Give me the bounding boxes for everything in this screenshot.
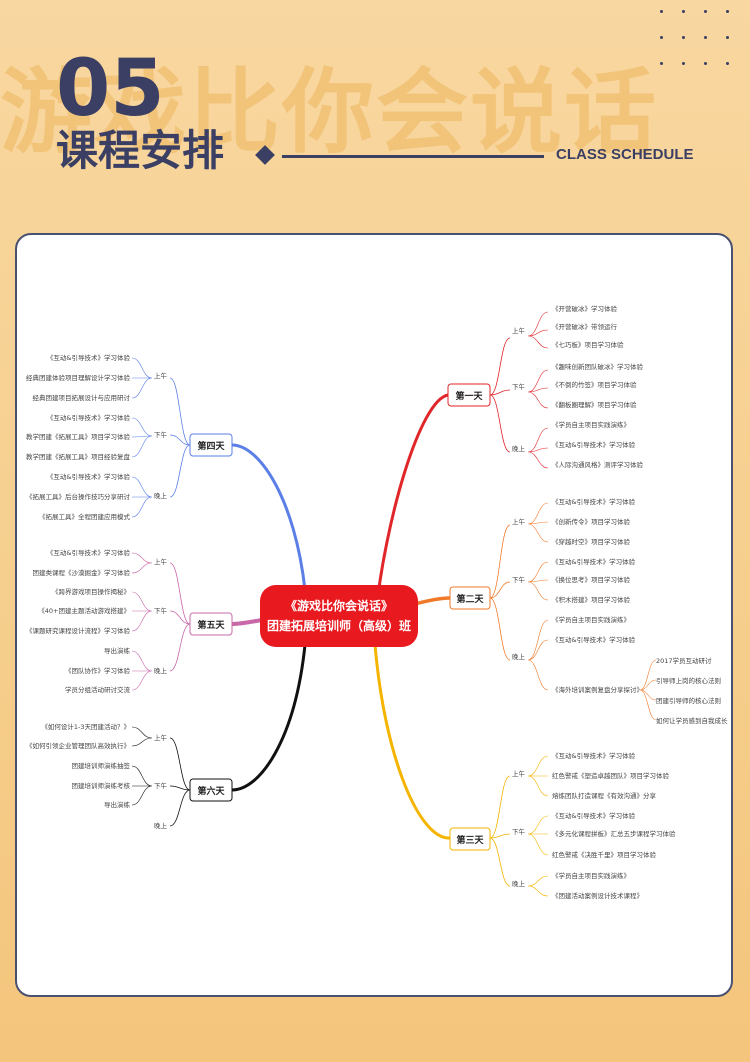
- day4-eve-label: 晚上: [154, 491, 168, 500]
- page-subtitle: CLASS SCHEDULE: [556, 146, 694, 163]
- day1-am-label: 上午: [512, 326, 526, 335]
- day3-group: 第三天 上午 下午 晚上 《互动&引导技术》学习体验 红色警戒《塑造卓越团队》项…: [449, 751, 676, 900]
- branch-day4: [231, 443, 307, 591]
- branch-day2: [414, 596, 451, 606]
- day2-eve-item: 《互动&引导技术》学习体验: [552, 635, 636, 644]
- day4-pm-item: 教学团建《拓展工具》项目学习体验: [26, 432, 131, 441]
- day3-pm-label: 下午: [512, 827, 526, 836]
- day1-am-item: 《开营破冰》带领运行: [552, 322, 618, 331]
- day4-pm-item: 《互动&引导技术》学习体验: [47, 413, 131, 422]
- day4-am-item: 《互动&引导技术》学习体验: [47, 353, 131, 362]
- day3-pm-item: 《多元化课程拼板》汇总五步课程学习体验: [552, 829, 676, 838]
- day2-am-item: 《创新传令》项目学习体验: [552, 517, 631, 526]
- day1-pm-item: 《趣味创新团队破冰》学习体验: [552, 362, 644, 371]
- day5-eve-item: 《团队协作》学习体验: [65, 666, 131, 675]
- day4-group: 第四天 上午 下午 晚上 《互动&引导技术》学习体验 经典团建体验项目理解设计学…: [26, 353, 233, 521]
- day2-group: 第二天 上午 下午 晚上 《互动&引导技术》学习体验 《创新传令》项目学习体验 …: [449, 497, 728, 725]
- day1-eve-label: 晚上: [512, 444, 526, 453]
- day1-am-item: 《七巧板》项目学习体验: [552, 340, 624, 349]
- branch-day1: [373, 393, 449, 621]
- day5-pm-item: 《40+团建主题活动游戏搭建》: [38, 606, 130, 615]
- day1-eve-item: 《互动&引导技术》学习体验: [552, 440, 636, 449]
- branch-day3: [373, 644, 451, 840]
- day3-node: [449, 827, 491, 851]
- day4-eve-item: 《拓展工具》后台操作技巧分享研讨: [26, 492, 131, 501]
- day5-am-label: 上午: [154, 557, 168, 566]
- day3-pm-item: 《互动&引导技术》学习体验: [552, 811, 636, 820]
- day2-pm-item: 《互动&引导技术》学习体验: [552, 557, 636, 566]
- day4-eve-item: 《拓展工具》全程团建应用模式: [39, 512, 131, 521]
- day4-pm-item: 教学团建《拓展工具》项目经验复盘: [26, 452, 131, 461]
- day2-pm-label: 下午: [512, 575, 526, 584]
- day2-am-label: 上午: [512, 517, 526, 526]
- day5-eve-item: 导出演练: [104, 646, 131, 655]
- day1-label: 第一天: [455, 390, 483, 402]
- day5-pm-item: 《课题研究课程设计流程》学习体验: [26, 626, 131, 635]
- day1-eve-item: 《人际沟通风格》测评学习体验: [552, 460, 644, 469]
- day4-am-item: 经典团建体验项目理解设计学习体验: [26, 373, 131, 382]
- day1-pm-item: 《翻板圈理解》项目学习体验: [552, 400, 637, 409]
- day6-am-item: 《如何引领企业管理团队高效执行》: [26, 741, 130, 750]
- day3-eve-item: 《团建活动案例设计技术课程》: [552, 891, 643, 900]
- day6-pm-label: 下午: [154, 781, 168, 790]
- day4-am-label: 上午: [154, 371, 168, 380]
- header-watermark: 游戏比你会说话: [0, 59, 659, 166]
- branch-day6: [231, 644, 307, 792]
- day6-am-label: 上午: [154, 733, 168, 742]
- day1-pm-item: 《不倒的竹签》项目学习体验: [552, 380, 637, 389]
- section-number: 05: [56, 44, 165, 134]
- day3-label: 第三天: [456, 834, 484, 846]
- day4-eve-item: 《互动&引导技术》学习体验: [47, 472, 131, 481]
- title-divider: [282, 155, 544, 158]
- day3-am-item: 红色警戒《塑造卓越团队》项目学习体验: [552, 771, 670, 780]
- day2-extra-item: 引导师上岗的核心法则: [656, 676, 721, 685]
- day6-pm-item: 导出演练: [104, 800, 131, 809]
- day5-pm-item: 《跨界游戏项目操作揭秘》: [52, 587, 130, 596]
- day2-extra-item: 2017学员互动研讨: [656, 656, 712, 665]
- day6-label: 第六天: [197, 785, 225, 797]
- day2-eve-item: 《学员自主项目实践演练》: [552, 615, 630, 624]
- day2-am-item: 《穿越时空》项目学习体验: [552, 537, 631, 546]
- day3-eve-item: 《学员自主项目实践演练》: [552, 871, 630, 880]
- day2-pm-item: 《换位思考》项目学习体验: [552, 575, 631, 584]
- decorative-dots: [660, 10, 730, 70]
- day2-eve-label: 晚上: [512, 652, 526, 661]
- day1-group: 第一天 上午 下午 晚上 《开营破冰》学习体验 《开营破冰》带领运行 《七巧板》…: [447, 304, 644, 469]
- day1-am-item: 《开营破冰》学习体验: [552, 304, 618, 313]
- day6-group: 第六天 上午 下午 晚上 《如何设计1-3天团建活动？》 《如何引领企业管理团队…: [26, 722, 233, 830]
- day5-pm-label: 下午: [154, 606, 168, 615]
- day5-eve-item: 学员分组活动研讨交流: [65, 685, 131, 694]
- day2-extra-item: 团建引导师的核心法则: [656, 696, 721, 705]
- day2-extra-topic: 《海外培训案例复盘分享探讨》: [552, 685, 643, 694]
- day5-label: 第五天: [197, 619, 225, 631]
- day1-pm-label: 下午: [512, 382, 526, 391]
- day6-pm-item: 团建培训师演练考核: [72, 781, 131, 790]
- center-node: [260, 585, 418, 647]
- day3-pm-item: 红色警戒《决胜千里》项目学习体验: [552, 850, 657, 859]
- center-title: 《游戏比你会说话》: [285, 598, 393, 613]
- day6-eve-label: 晚上: [154, 821, 168, 830]
- center-subtitle: 团建拓展培训师（高级）班: [267, 618, 411, 633]
- day2-am-item: 《互动&引导技术》学习体验: [552, 497, 636, 506]
- day2-extra-item: 如何让学员感到自我成长: [656, 716, 728, 725]
- day4-pm-label: 下午: [154, 430, 168, 439]
- day6-am-item: 《如何设计1-3天团建活动？》: [41, 722, 130, 731]
- day6-pm-item: 团建培训师演练抽签: [72, 761, 131, 770]
- day3-am-label: 上午: [512, 769, 526, 778]
- day5-am-item: 《互动&引导技术》学习体验: [47, 548, 131, 557]
- day3-am-item: 《互动&引导技术》学习体验: [552, 751, 636, 760]
- page-title: 课程安排: [56, 126, 225, 175]
- day3-am-item: 熔炼团队打造课程《有效沟通》分享: [552, 791, 657, 800]
- day2-pm-item: 《积木搭建》项目学习体验: [552, 595, 631, 604]
- branch-day5: [231, 618, 263, 626]
- day1-eve-item: 《学员自主项目实践演练》: [552, 420, 630, 429]
- day5-group: 第五天 上午 下午 晚上 《互动&引导技术》学习体验 团建类课程《沙漠掘金》学习…: [26, 548, 233, 694]
- day4-am-item: 经典团建项目拓展设计与应用研讨: [33, 393, 131, 402]
- day3-eve-label: 晚上: [512, 879, 526, 888]
- day4-label: 第四天: [197, 440, 225, 452]
- day2-label: 第二天: [456, 593, 484, 605]
- day5-am-item: 团建类课程《沙漠掘金》学习体验: [33, 568, 131, 577]
- day5-eve-label: 晚上: [154, 666, 168, 675]
